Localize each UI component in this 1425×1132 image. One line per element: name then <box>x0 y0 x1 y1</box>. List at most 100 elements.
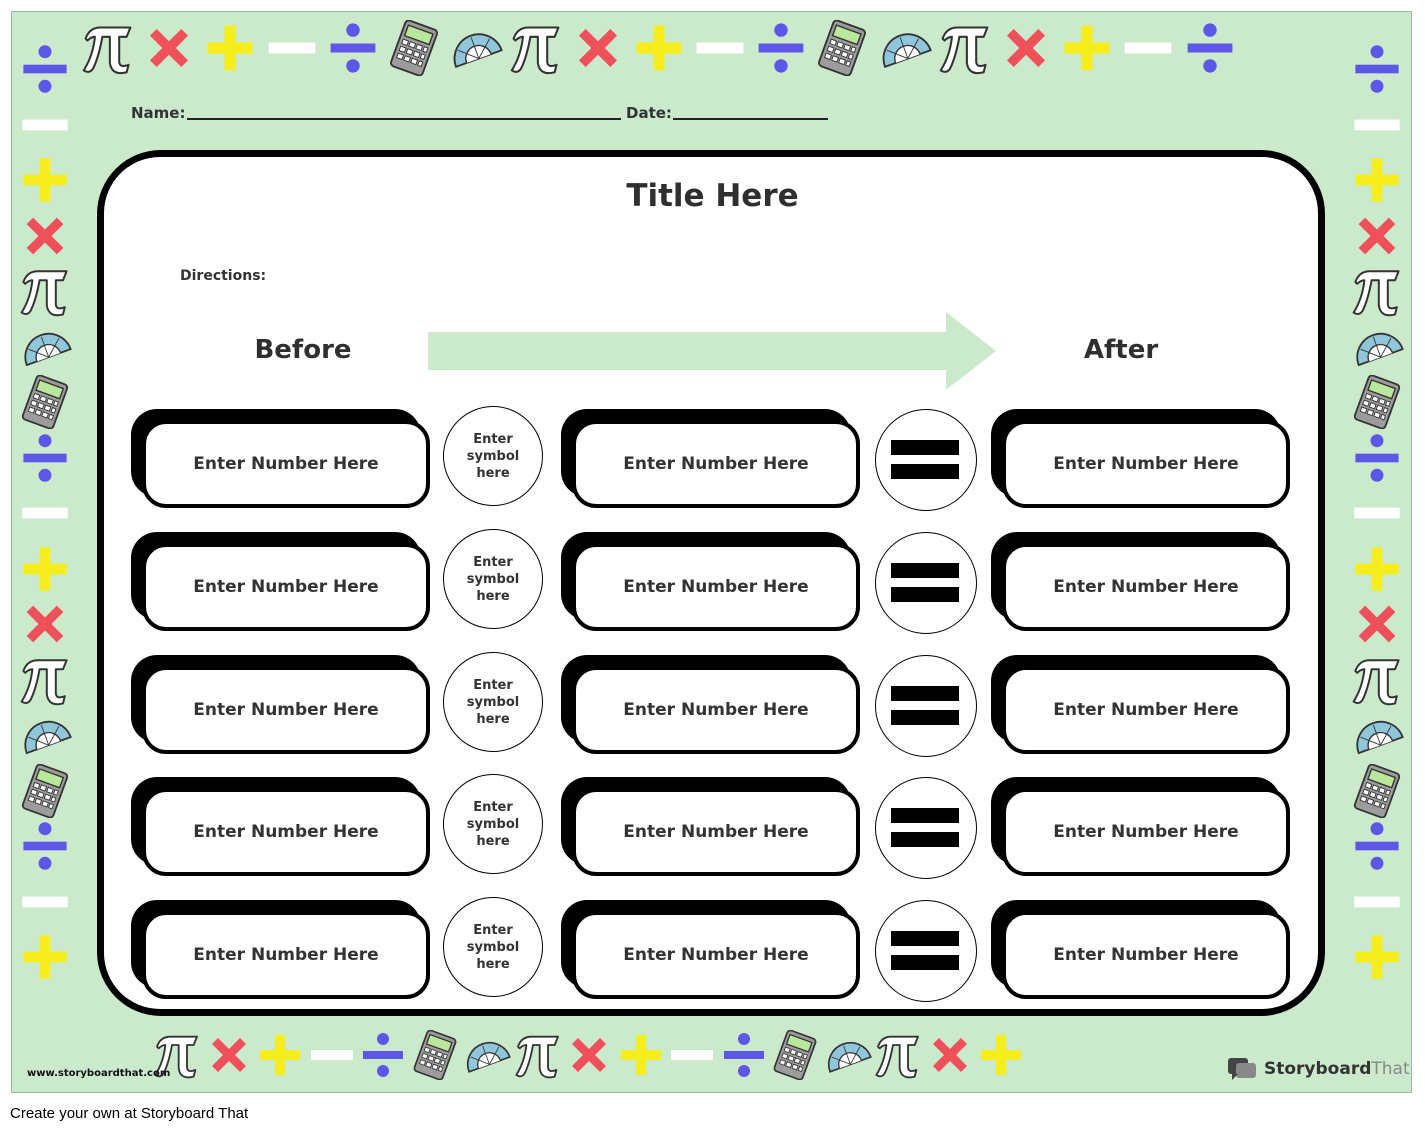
calculator-icon <box>770 1030 820 1080</box>
minus-icon <box>1350 98 1404 152</box>
number-text[interactable]: Enter Number Here <box>572 911 860 999</box>
pi-icon <box>1350 264 1404 318</box>
divide-icon <box>358 1030 408 1080</box>
minus-icon <box>667 1030 717 1080</box>
middle-number-box[interactable]: Enter Number Here <box>561 900 861 1000</box>
plus-icon <box>1350 542 1404 596</box>
pi-icon <box>513 1030 563 1080</box>
number-text[interactable]: Enter Number Here <box>572 543 860 631</box>
divide-icon <box>18 42 72 96</box>
equals-sign-icon <box>875 532 977 634</box>
divide-icon <box>1350 819 1404 873</box>
create-your-own-link[interactable]: Create your own at Storyboard That <box>10 1105 249 1122</box>
before-number-box[interactable]: Enter Number Here <box>131 900 431 1000</box>
operator-symbol-circle[interactable]: Enter symbol here <box>443 897 543 997</box>
minus-icon <box>18 486 72 540</box>
protractor-icon <box>447 20 503 76</box>
name-line[interactable] <box>187 118 621 120</box>
calculator-icon <box>386 20 442 76</box>
number-text[interactable]: Enter Number Here <box>572 420 860 508</box>
pi-icon <box>873 1030 923 1080</box>
plus-icon <box>202 20 258 76</box>
protractor-icon <box>461 1030 511 1080</box>
minus-icon <box>1350 486 1404 540</box>
pi-icon <box>508 20 564 76</box>
middle-number-box[interactable]: Enter Number Here <box>561 655 861 755</box>
minus-icon <box>307 1030 357 1080</box>
times-icon <box>998 20 1054 76</box>
operator-symbol-circle[interactable]: Enter symbol here <box>443 652 543 752</box>
middle-number-box[interactable]: Enter Number Here <box>561 532 861 632</box>
number-text[interactable]: Enter Number Here <box>142 911 430 999</box>
pi-icon <box>18 264 72 318</box>
plus-icon <box>18 542 72 596</box>
pi-icon <box>80 20 136 76</box>
before-number-box[interactable]: Enter Number Here <box>131 532 431 632</box>
equals-sign-icon <box>875 409 977 511</box>
after-number-box[interactable]: Enter Number Here <box>991 532 1291 632</box>
after-number-box[interactable]: Enter Number Here <box>991 900 1291 1000</box>
arrow-right-icon <box>428 312 996 390</box>
plus-icon <box>1350 930 1404 984</box>
date-line[interactable] <box>673 118 828 120</box>
chat-bubble-icon <box>1228 1056 1258 1082</box>
directions-label[interactable]: Directions: <box>180 268 267 284</box>
before-number-box[interactable]: Enter Number Here <box>131 655 431 755</box>
operator-symbol-circle[interactable]: Enter symbol here <box>443 774 543 874</box>
after-number-box[interactable]: Enter Number Here <box>991 655 1291 755</box>
operator-symbol-circle[interactable]: Enter symbol here <box>443 529 543 629</box>
times-icon <box>570 20 626 76</box>
times-icon <box>564 1030 614 1080</box>
number-text[interactable]: Enter Number Here <box>572 666 860 754</box>
number-text[interactable]: Enter Number Here <box>1002 911 1290 999</box>
number-text[interactable]: Enter Number Here <box>1002 666 1290 754</box>
plus-icon <box>631 20 687 76</box>
equals-sign-icon <box>875 900 977 1002</box>
divide-icon <box>753 20 809 76</box>
plus-icon <box>255 1030 305 1080</box>
after-heading: After <box>1083 335 1159 365</box>
equals-sign-icon <box>875 655 977 757</box>
number-text[interactable]: Enter Number Here <box>142 420 430 508</box>
calculator-icon <box>1350 375 1404 429</box>
protractor-icon <box>1350 708 1404 762</box>
before-number-box[interactable]: Enter Number Here <box>131 777 431 877</box>
storyboardthat-logo[interactable]: StoryboardThat <box>1228 1056 1410 1082</box>
protractor-icon <box>1350 320 1404 374</box>
number-text[interactable]: Enter Number Here <box>1002 788 1290 876</box>
times-icon <box>141 20 197 76</box>
times-icon <box>1350 597 1404 651</box>
pi-icon <box>937 20 993 76</box>
worksheet-title[interactable]: Title Here <box>626 178 799 214</box>
divide-icon <box>1350 431 1404 485</box>
divide-icon <box>325 20 381 76</box>
footer-url[interactable]: www.storyboardthat.com <box>27 1068 171 1079</box>
divide-icon <box>1182 20 1238 76</box>
middle-number-box[interactable]: Enter Number Here <box>561 777 861 877</box>
before-heading: Before <box>254 335 352 365</box>
brand-light: That <box>1371 1059 1410 1079</box>
number-text[interactable]: Enter Number Here <box>142 666 430 754</box>
pi-icon <box>1350 653 1404 707</box>
before-number-box[interactable]: Enter Number Here <box>131 409 431 509</box>
name-label: Name: <box>131 104 186 122</box>
middle-number-box[interactable]: Enter Number Here <box>561 409 861 509</box>
minus-icon <box>1120 20 1176 76</box>
after-number-box[interactable]: Enter Number Here <box>991 409 1291 509</box>
number-text[interactable]: Enter Number Here <box>1002 543 1290 631</box>
divide-icon <box>18 431 72 485</box>
protractor-icon <box>18 708 72 762</box>
operator-symbol-circle[interactable]: Enter symbol here <box>443 406 543 506</box>
number-text[interactable]: Enter Number Here <box>572 788 860 876</box>
equals-sign-icon <box>875 777 977 879</box>
number-text[interactable]: Enter Number Here <box>1002 420 1290 508</box>
calculator-icon <box>814 20 870 76</box>
protractor-icon <box>822 1030 872 1080</box>
plus-icon <box>1059 20 1115 76</box>
times-icon <box>204 1030 254 1080</box>
after-number-box[interactable]: Enter Number Here <box>991 777 1291 877</box>
number-text[interactable]: Enter Number Here <box>142 543 430 631</box>
calculator-icon <box>18 375 72 429</box>
number-text[interactable]: Enter Number Here <box>142 788 430 876</box>
times-icon <box>925 1030 975 1080</box>
